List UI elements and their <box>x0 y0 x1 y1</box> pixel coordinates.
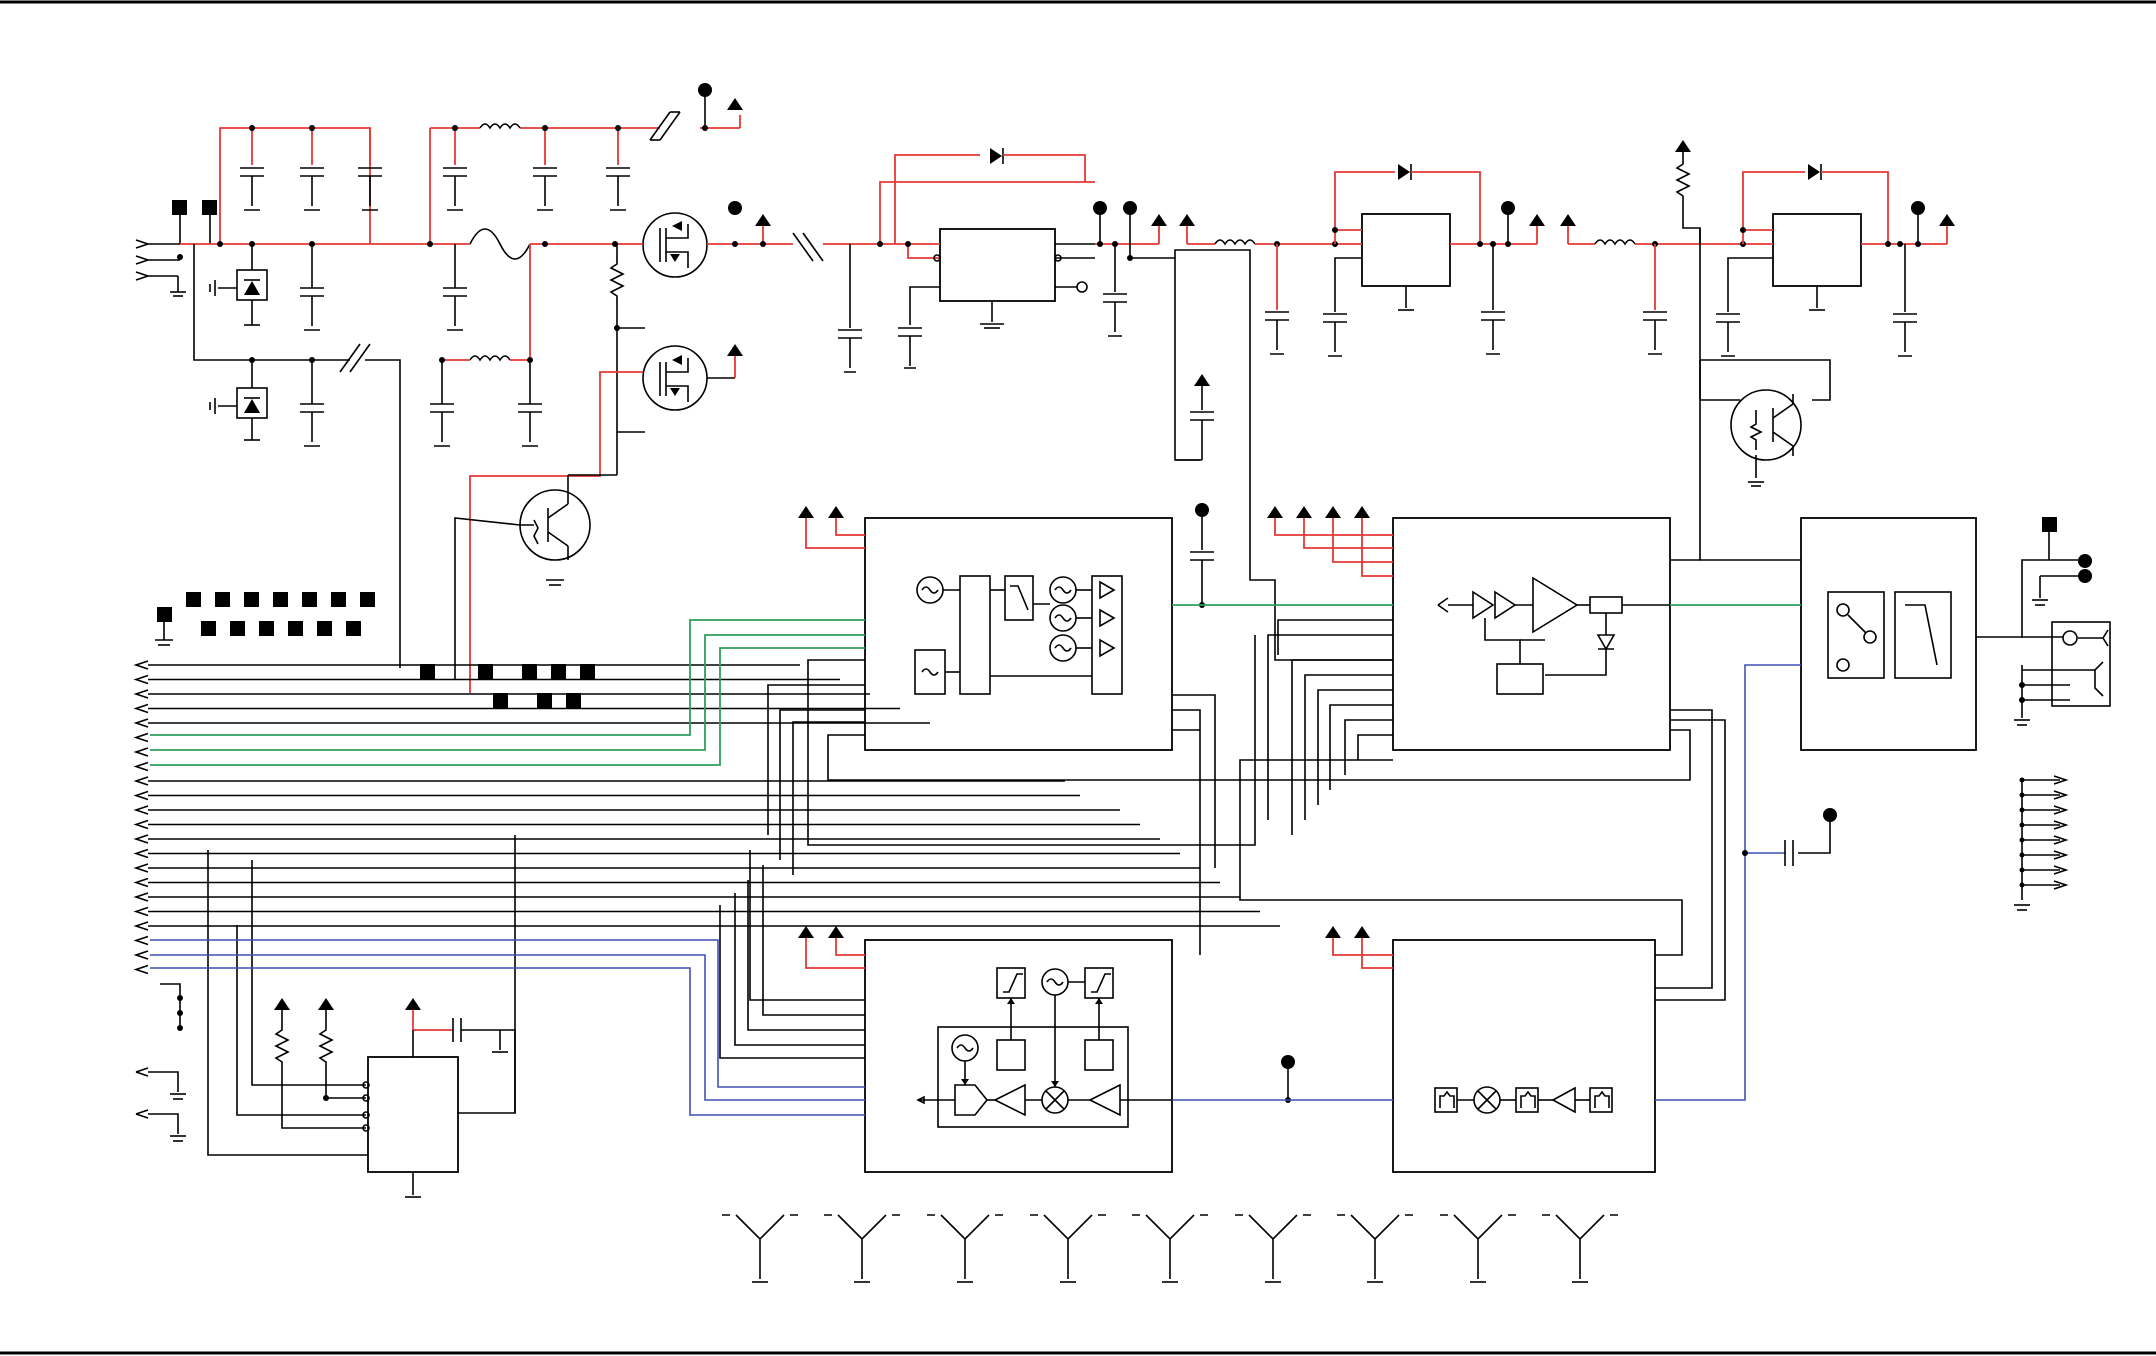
power-arrow <box>1675 140 1691 152</box>
block-switch-filter <box>1801 518 1976 750</box>
antenna-symbol <box>1440 1215 1516 1282</box>
block-synthesizer <box>865 518 1172 750</box>
test-point-dot <box>698 83 712 97</box>
connector-pin <box>136 777 1065 785</box>
connector-pin <box>136 966 148 974</box>
test-point-dot <box>1501 201 1515 215</box>
antenna-symbol <box>1542 1215 1618 1282</box>
voltage-regulator-1 <box>728 148 1200 460</box>
power-arrow <box>1560 214 1576 226</box>
output-pin <box>2020 776 2067 784</box>
mosfet-switch <box>643 344 743 410</box>
connector-pin <box>136 850 1180 858</box>
antenna-symbol <box>722 1215 798 1282</box>
power-arrow <box>727 98 743 110</box>
test-point-dot <box>1093 201 1107 215</box>
power-arrow <box>274 998 290 1010</box>
connector-pin <box>136 792 1080 800</box>
connector-pin <box>136 951 148 959</box>
connector-pin <box>136 705 900 713</box>
pull-resistor <box>276 1010 288 1082</box>
connector-pin <box>136 893 1240 901</box>
antenna-row <box>722 1215 1618 1282</box>
right-io-pins <box>2014 776 2066 910</box>
power-arrow <box>1194 374 1210 386</box>
antenna-symbol <box>1132 1215 1208 1282</box>
power-arrow <box>1151 214 1167 226</box>
output-pin <box>2020 821 2067 829</box>
power-arrow <box>318 998 334 1010</box>
bjt-transistor <box>455 432 617 680</box>
block-control-ic <box>208 835 515 1197</box>
voltage-regulator-3 <box>1560 140 1955 560</box>
connector-pin <box>136 864 1200 872</box>
antenna-connector <box>2014 517 2110 725</box>
antenna-symbol <box>1337 1215 1413 1282</box>
test-point-dot <box>728 201 742 215</box>
output-pin <box>2020 806 2067 814</box>
antenna-symbol <box>927 1215 1003 1282</box>
connector-pin <box>136 908 1260 916</box>
pull-resistor <box>320 1010 332 1082</box>
power-arrow <box>405 998 421 1010</box>
antenna-symbol <box>1235 1215 1311 1282</box>
output-pin <box>2020 881 2067 889</box>
power-arrow <box>1179 214 1195 226</box>
if-coupling-capacitor <box>1742 808 1837 866</box>
power-arrow <box>1529 214 1545 226</box>
pull-resistor <box>1677 152 1689 210</box>
test-point-dot <box>1123 201 1137 215</box>
power-arrow <box>1939 214 1955 226</box>
connector-pin <box>136 748 148 756</box>
power-arrow <box>727 344 743 356</box>
bus-test-points <box>155 592 595 708</box>
antenna-symbol <box>1030 1215 1106 1282</box>
connector-pin <box>136 821 1140 829</box>
output-pin <box>2020 866 2067 874</box>
antenna-symbol <box>824 1215 900 1282</box>
connector-pin <box>136 937 148 945</box>
connector-pin <box>136 835 1160 843</box>
test-point-square <box>172 200 187 215</box>
connector-pin <box>136 734 148 742</box>
connector-pin <box>136 719 930 727</box>
tvs-diode <box>210 244 267 325</box>
output-pin <box>2020 836 2067 844</box>
test-point-square <box>202 200 217 215</box>
block-receiver-mixer <box>865 940 1172 1172</box>
power-input-section <box>136 83 743 668</box>
connector-pin <box>136 922 1280 930</box>
output-pin <box>2020 791 2067 799</box>
pull-resistor <box>611 250 623 326</box>
connector-pin <box>136 763 148 771</box>
left-ground-pins <box>136 984 186 1141</box>
output-pin <box>2020 851 2067 859</box>
tvs-diode <box>210 360 267 440</box>
mosfet-switch <box>640 213 760 277</box>
connector-pin <box>136 806 1120 814</box>
block-frontend-filter <box>1393 940 1655 1172</box>
voltage-regulator-2 <box>1179 164 1545 356</box>
test-point-dot <box>1911 201 1925 215</box>
connector-pin <box>136 879 1220 887</box>
power-arrow <box>755 214 771 226</box>
connector-pin <box>136 661 800 669</box>
block-amplifier <box>1393 518 1670 750</box>
